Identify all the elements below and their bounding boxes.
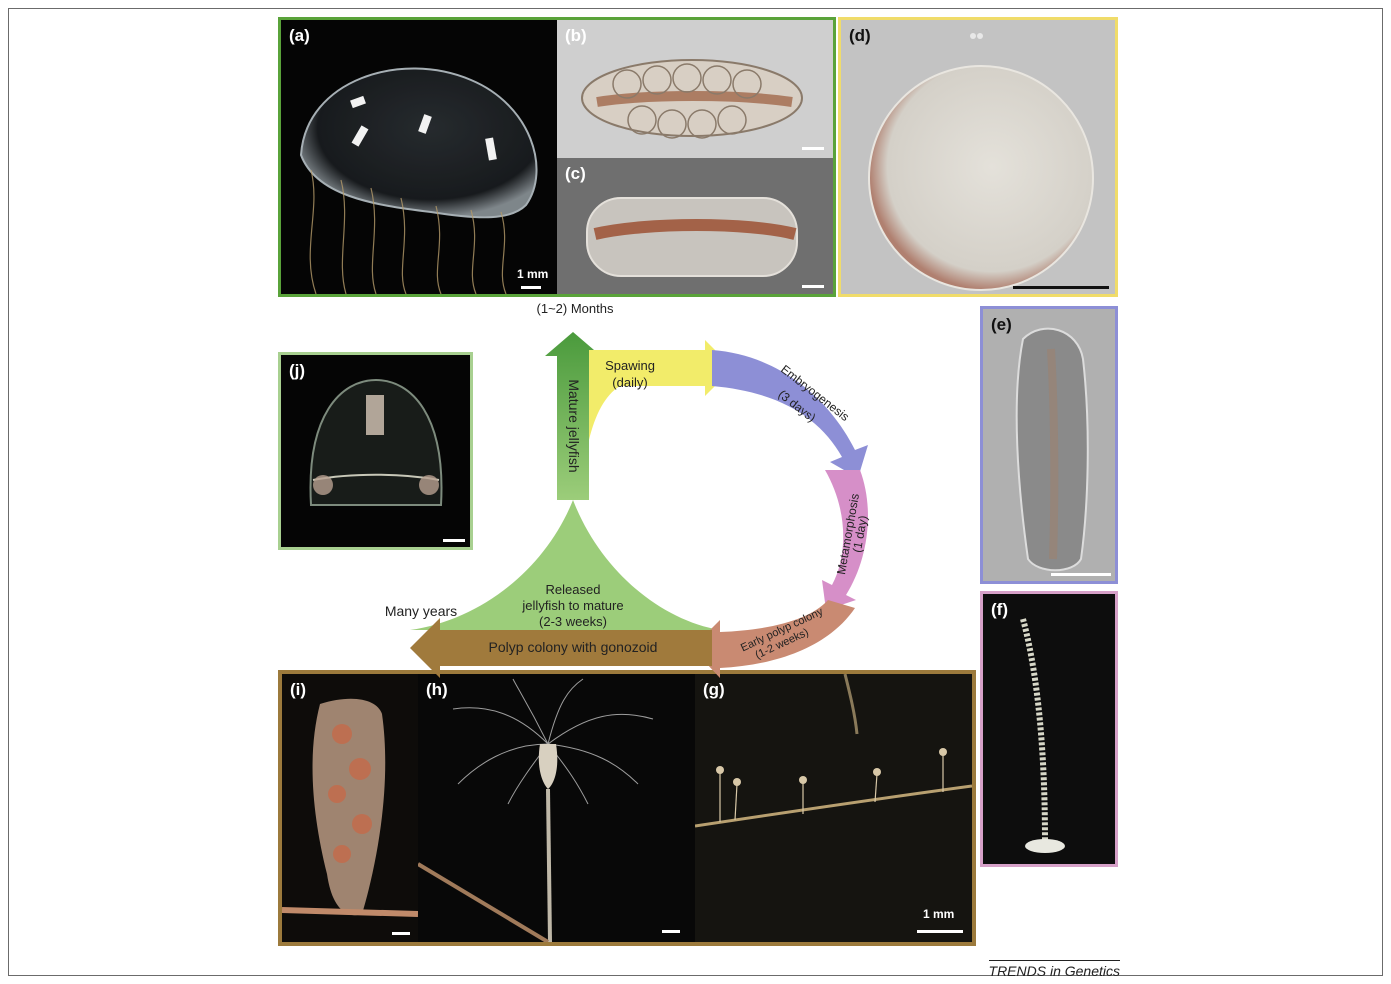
panel-i: (i) bbox=[282, 674, 418, 942]
panel-a: (a) bbox=[281, 20, 557, 294]
panel-j-scalebar bbox=[443, 539, 465, 542]
panel-abc-frame: (a) bbox=[278, 17, 836, 297]
released-line-1: Released bbox=[498, 582, 648, 598]
gonozoid-illustration bbox=[282, 674, 418, 942]
panel-i-scalebar bbox=[392, 932, 410, 935]
spawning-label: Spawing bbox=[590, 358, 670, 374]
released-line-3: (2-3 weeks) bbox=[498, 614, 648, 630]
feeding-polyp-illustration bbox=[418, 674, 695, 942]
panel-d-label: (d) bbox=[849, 26, 871, 46]
jellyfish-medusa-illustration bbox=[281, 20, 557, 294]
panel-b: (b) bbox=[557, 20, 833, 158]
panel-g-label: (g) bbox=[703, 680, 725, 700]
primary-polyp-illustration bbox=[983, 594, 1115, 864]
panel-e: (e) bbox=[980, 306, 1118, 584]
spawning-frequency-label: (daily) bbox=[590, 375, 670, 391]
released-line-2: jellyfish to mature bbox=[498, 598, 648, 614]
panel-h-label: (h) bbox=[426, 680, 448, 700]
panel-f-label: (f) bbox=[991, 600, 1008, 620]
panel-h-scalebar bbox=[662, 930, 680, 933]
panel-j: (j) bbox=[278, 352, 473, 550]
panel-d-scalebar bbox=[1013, 286, 1109, 289]
panel-g: (g) 1 mm bbox=[695, 674, 972, 942]
panel-e-label: (e) bbox=[991, 315, 1012, 335]
panel-f: (f) bbox=[980, 591, 1118, 867]
egg-cell-illustration bbox=[841, 20, 1115, 294]
young-medusa-illustration bbox=[281, 355, 470, 547]
panel-b-label: (b) bbox=[565, 26, 587, 46]
panel-ghi-frame: (i) (h) (g) bbox=[278, 670, 976, 946]
panel-a-scale-text: 1 mm bbox=[517, 267, 548, 281]
panel-b-scalebar bbox=[802, 147, 824, 150]
panel-c: (c) bbox=[557, 158, 833, 294]
panel-d: (d) bbox=[838, 17, 1118, 297]
mature-jellyfish-label: Mature jellyfish bbox=[566, 362, 582, 490]
planula-larva-illustration bbox=[983, 309, 1115, 581]
polyp-colony-illustration bbox=[695, 674, 972, 942]
gonophore-side-illustration bbox=[557, 158, 833, 294]
panel-g-scalebar bbox=[917, 930, 963, 933]
panel-g-scale-text: 1 mm bbox=[923, 907, 954, 921]
panel-i-label: (i) bbox=[290, 680, 306, 700]
panel-c-scalebar bbox=[802, 285, 824, 288]
panel-a-label: (a) bbox=[289, 26, 310, 46]
months-label: (1~2) Months bbox=[520, 301, 630, 317]
many-years-label: Many years bbox=[374, 603, 468, 619]
polyp-colony-label: Polyp colony with gonozoid bbox=[458, 639, 688, 655]
journal-credit: TRENDS in Genetics bbox=[989, 960, 1120, 979]
panel-c-label: (c) bbox=[565, 164, 586, 184]
gonophore-illustration bbox=[557, 20, 833, 158]
panel-a-scalebar bbox=[521, 286, 541, 289]
panel-e-scalebar bbox=[1051, 573, 1111, 576]
panel-j-label: (j) bbox=[289, 361, 305, 381]
panel-h: (h) bbox=[418, 674, 695, 942]
